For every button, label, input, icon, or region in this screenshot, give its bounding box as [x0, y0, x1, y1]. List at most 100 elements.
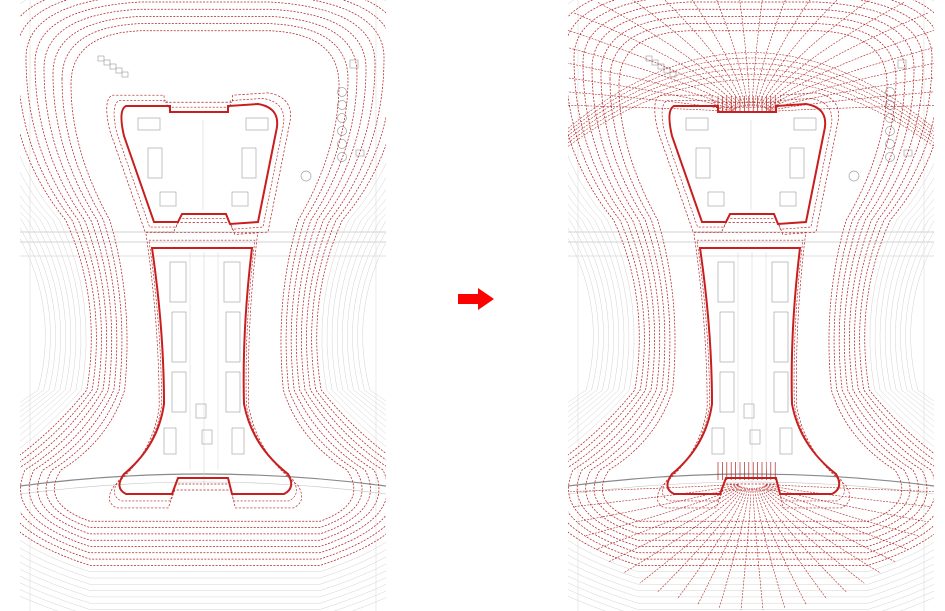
interior-room: [771, 261, 789, 303]
upper-wing-outline: [668, 102, 827, 226]
flow-line: [765, 484, 926, 522]
flow-line: [608, 486, 742, 562]
flow-line: [691, 0, 746, 107]
interior-room: [195, 403, 207, 419]
flow-line: [756, 0, 811, 107]
flow-line: [758, 0, 838, 107]
context-arc-line: [568, 473, 934, 487]
flow-line: [768, 104, 934, 112]
upper-wing-outline: [120, 102, 279, 226]
interior-room: [743, 403, 755, 419]
offset-contour-line: [20, 1, 386, 547]
context-grey-contour: [20, 218, 386, 610]
left-interior-rooms: [137, 117, 269, 488]
context-column-circle: [885, 113, 895, 123]
flow-line: [623, 486, 743, 574]
flow-line: [768, 91, 934, 112]
offset-contour-line: [576, 8, 928, 541]
flow-line: [753, 0, 786, 107]
left-building-outline: [118, 102, 293, 495]
context-small-block: [663, 67, 671, 74]
flow-line: [740, 487, 752, 610]
context-small-block: [121, 71, 129, 78]
interior-room: [789, 147, 805, 179]
flow-line: [596, 1, 741, 108]
context-grey-contour: [20, 184, 386, 585]
flow-arc-line: [568, 52, 934, 129]
right-floorplan-drawing: [568, 0, 934, 611]
context-arc-line: [20, 473, 386, 487]
interior-room: [711, 427, 725, 455]
interior-room: [225, 311, 241, 363]
flow-line: [568, 91, 734, 112]
context-grey-contour: [568, 195, 934, 591]
context-small-block: [651, 59, 659, 66]
interior-room: [223, 261, 241, 303]
flow-line: [568, 77, 734, 111]
interior-room: [171, 311, 187, 363]
context-small-block: [115, 67, 123, 74]
context-small-block: [897, 59, 907, 69]
context-column-circle: [848, 170, 860, 182]
offset-contour-line: [661, 98, 833, 230]
interior-room: [719, 371, 735, 413]
context-grey-contour: [568, 171, 934, 579]
context-column-circle: [337, 152, 347, 162]
flow-line: [765, 483, 934, 492]
left-floorplan-panel: [20, 0, 386, 611]
interior-room: [201, 429, 213, 445]
flow-line: [572, 484, 739, 507]
context-grey-contour: [568, 218, 934, 610]
context-small-block: [355, 149, 365, 157]
flow-line: [570, 483, 739, 492]
context-grey-contour: [20, 204, 386, 598]
interior-room: [707, 191, 725, 207]
flow-line: [585, 485, 740, 536]
interior-room: [779, 191, 797, 207]
context-grey-contour: [568, 227, 934, 611]
context-column-circle: [885, 126, 895, 136]
offset-contour-line: [20, 0, 386, 566]
context-arc-line: [568, 481, 934, 495]
lower-wing-outline: [118, 247, 293, 495]
context-column-circle: [885, 152, 895, 162]
interior-room: [231, 427, 245, 455]
context-grey-contour: [20, 171, 386, 579]
offset-contour-line: [20, 0, 386, 560]
flow-line: [765, 484, 932, 507]
context-column-circle: [337, 100, 347, 110]
context-column-circle: [337, 126, 347, 136]
interior-room: [225, 371, 241, 413]
flow-line: [677, 487, 747, 600]
lower-wing-outline: [666, 247, 841, 495]
flow-line: [752, 487, 764, 610]
flow-line: [760, 486, 865, 584]
context-grey-contour: [568, 238, 934, 611]
interior-room: [245, 117, 269, 131]
flow-line: [755, 487, 807, 605]
flow-line: [632, 0, 742, 108]
flow-line: [766, 47, 934, 110]
context-small-block: [97, 55, 105, 62]
interior-room: [685, 117, 709, 131]
offset-contour-line: [585, 16, 919, 535]
flow-line: [763, 485, 908, 550]
context-small-block: [669, 71, 677, 78]
right-offset-contours: [568, 0, 934, 566]
flow-line: [760, 0, 870, 108]
left-floorplan-drawing: [20, 0, 386, 611]
interior-room: [779, 427, 793, 455]
flow-line: [757, 487, 827, 600]
offset-contour-line: [45, 23, 363, 528]
right-arrow-icon: [458, 288, 494, 310]
flow-line: [764, 485, 919, 536]
flow-line: [763, 12, 928, 108]
context-column-circle: [337, 87, 347, 97]
offset-contour-line: [662, 239, 845, 502]
right-building-outline: [666, 102, 841, 495]
interior-room: [163, 427, 177, 455]
interior-room: [749, 429, 761, 445]
left-context-linework: [20, 0, 386, 611]
flow-line: [664, 0, 744, 107]
right-floorplan-panel: [568, 0, 934, 611]
